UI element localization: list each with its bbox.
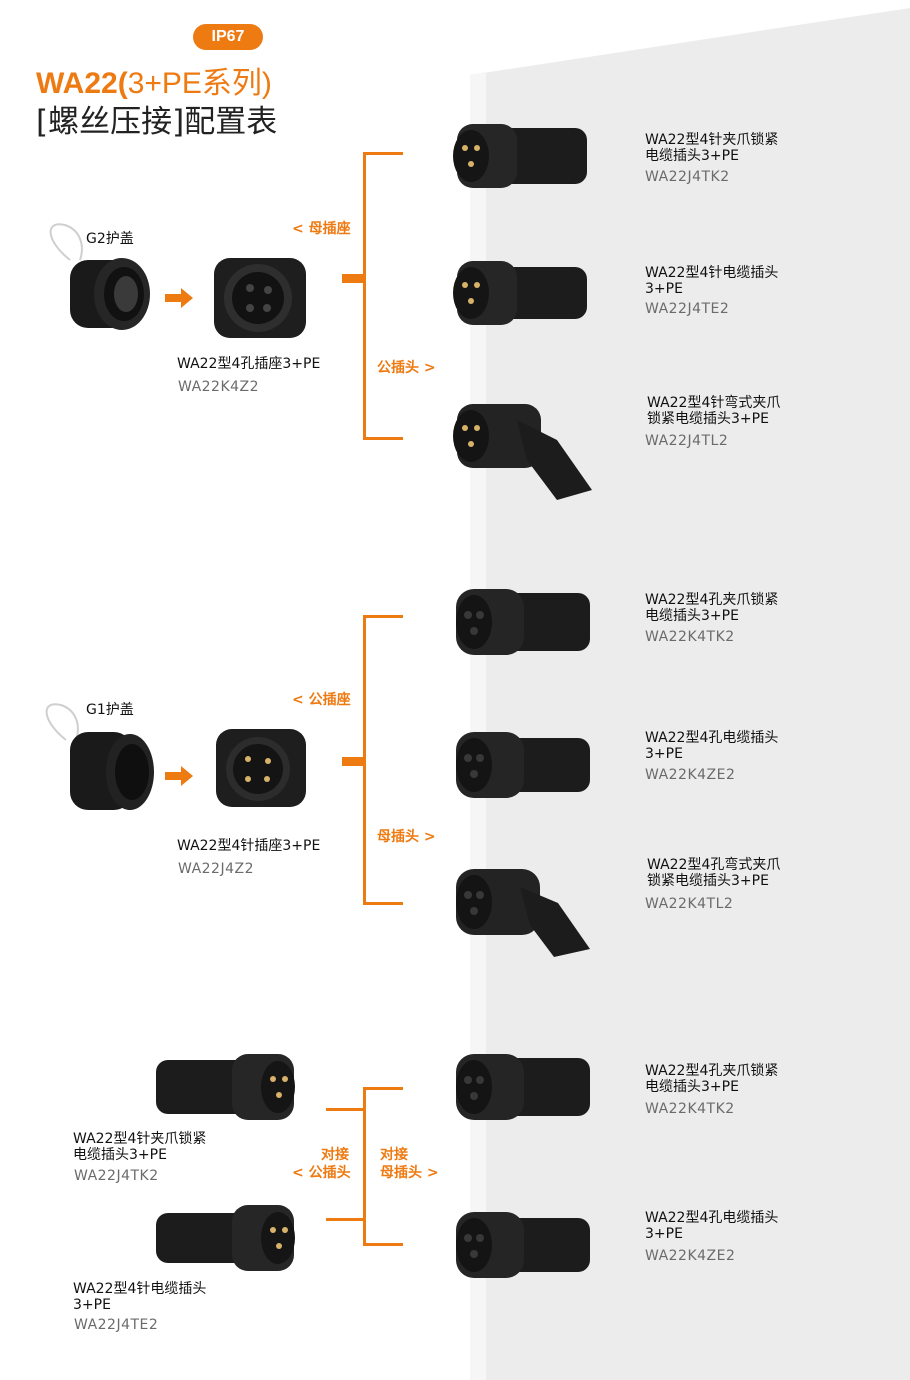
- bracket-stub: [342, 757, 364, 766]
- product-name-2: 电缆插头3+PE: [645, 608, 739, 624]
- bracket-tick: [363, 437, 403, 440]
- label-male-socket: < 公插座: [292, 692, 351, 708]
- product-name: WA22型4孔弯式夹爪: [647, 857, 781, 873]
- bracket-tick: [363, 152, 403, 155]
- socket-code: WA22J4Z2: [178, 861, 255, 877]
- label-female-plug: 母插头 >: [377, 829, 436, 845]
- product-code: WA22K4ZE2: [645, 767, 736, 783]
- product-name: WA22型4孔电缆插头: [645, 1210, 779, 1226]
- page-title: WA22(3+PE系列): [36, 58, 272, 102]
- bracket-tick: [363, 1243, 403, 1246]
- label-female-plug: 母插头 >: [380, 1165, 439, 1181]
- arrow-right-icon: [165, 766, 193, 786]
- product-name: WA22型4针电缆插头: [73, 1281, 207, 1297]
- bracket-tick: [363, 902, 403, 905]
- product-code: WA22J4TE2: [74, 1317, 159, 1333]
- straight-plug-icon: [156, 1205, 295, 1271]
- straight-plug-icon: [156, 1054, 295, 1120]
- product-name: WA22型4孔夹爪锁紧: [645, 592, 779, 608]
- product-code: WA22J4TL2: [645, 433, 729, 449]
- socket-name: WA22型4针插座3+PE: [177, 838, 321, 854]
- product-code: WA22K4TK2: [645, 629, 735, 645]
- product-code: WA22J4TK2: [74, 1168, 159, 1184]
- cap-label: G1护盖: [86, 702, 134, 718]
- bracket-vertical: [363, 152, 366, 440]
- product-name: WA22型4针夹爪锁紧: [645, 132, 779, 148]
- bracket-vertical: [363, 1087, 366, 1246]
- product-name: WA22型4孔电缆插头: [645, 730, 779, 746]
- straight-plug-icon: [456, 1054, 590, 1120]
- product-name-2: 3+PE: [73, 1297, 111, 1313]
- straight-plug-icon: [453, 261, 587, 325]
- angled-plug-icon: [456, 869, 590, 957]
- arrow-right-icon: [165, 288, 193, 308]
- title-series: 3+PE系列): [127, 67, 272, 100]
- title-model: WA22(: [36, 67, 128, 100]
- angled-plug-icon: [453, 404, 592, 500]
- product-name: WA22型4孔夹爪锁紧: [645, 1063, 779, 1079]
- product-name: WA22型4针弯式夹爪: [647, 395, 781, 411]
- straight-plug-icon: [453, 124, 587, 188]
- protective-cap-icon: [49, 223, 150, 330]
- product-code: WA22K4TK2: [645, 1101, 735, 1117]
- product-name-2: 电缆插头3+PE: [645, 148, 739, 164]
- product-name-2: 3+PE: [645, 281, 683, 297]
- protective-cap-icon: [45, 703, 154, 810]
- label-mate: 对接: [321, 1147, 349, 1163]
- product-code: WA22K4ZE2: [645, 1248, 736, 1264]
- product-name: WA22型4针夹爪锁紧: [73, 1131, 207, 1147]
- product-name-2: 电缆插头3+PE: [73, 1147, 167, 1163]
- bracket-stub: [342, 274, 364, 283]
- product-name-2: 3+PE: [645, 746, 683, 762]
- label-female-socket: < 母插座: [292, 221, 351, 237]
- bracket-tick: [326, 1218, 364, 1221]
- ip67-badge: IP67: [193, 24, 263, 50]
- label-male-plug: < 公插头: [292, 1165, 351, 1181]
- cap-label: G2护盖: [86, 231, 134, 247]
- label-male-plug: 公插头 >: [377, 360, 436, 376]
- product-name: WA22型4针电缆插头: [645, 265, 779, 281]
- page-subtitle: [螺丝压接]配置表: [36, 104, 278, 140]
- bracket-tick: [326, 1108, 364, 1111]
- flange-socket-icon: [214, 258, 306, 338]
- product-name-2: 锁紧电缆插头3+PE: [647, 873, 769, 889]
- straight-plug-icon: [456, 1212, 590, 1278]
- bracket-tick: [363, 615, 403, 618]
- bracket-vertical: [363, 615, 366, 905]
- straight-plug-icon: [456, 589, 590, 655]
- product-name-2: 锁紧电缆插头3+PE: [647, 411, 769, 427]
- product-code: WA22J4TK2: [645, 169, 730, 185]
- product-code: WA22K4TL2: [645, 896, 734, 912]
- product-name-2: 电缆插头3+PE: [645, 1079, 739, 1095]
- label-mate: 对接: [380, 1147, 408, 1163]
- straight-plug-icon: [456, 732, 590, 798]
- socket-name: WA22型4孔插座3+PE: [177, 356, 321, 372]
- socket-code: WA22K4Z2: [178, 379, 260, 395]
- product-code: WA22J4TE2: [645, 301, 730, 317]
- product-name-2: 3+PE: [645, 1226, 683, 1242]
- bracket-tick: [363, 1087, 403, 1090]
- flange-socket-icon: [216, 729, 306, 807]
